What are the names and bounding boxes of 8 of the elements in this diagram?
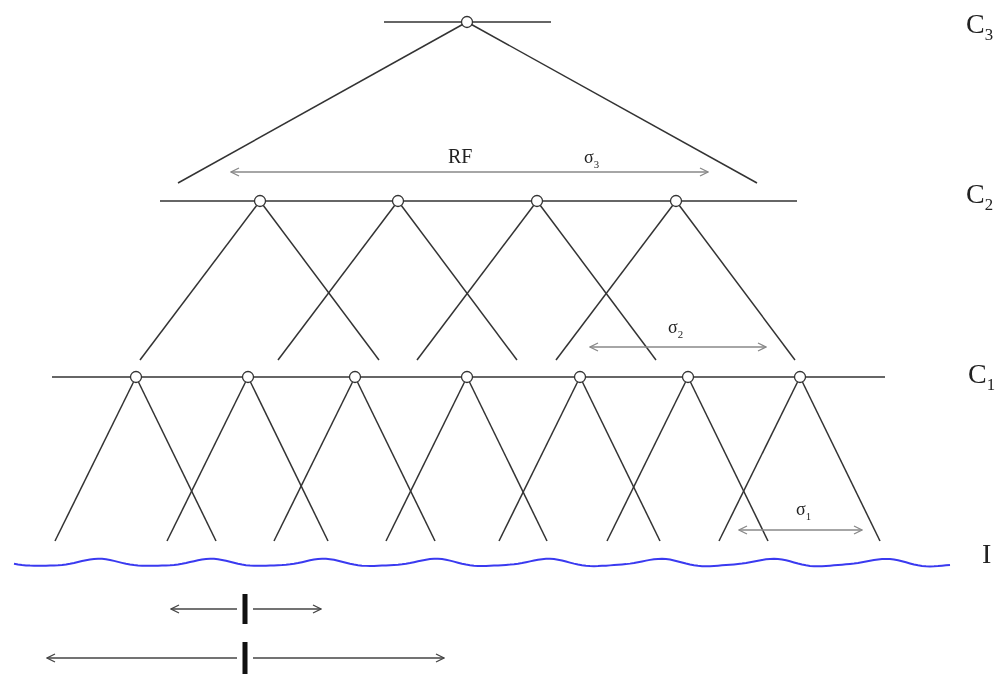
layer-label: σ$_{1}$ xyxy=(796,500,812,522)
layer-label: σ$_{2}$ xyxy=(668,318,684,340)
layer-label: σ$_{3}$ xyxy=(584,148,600,170)
layer-label: C$_{3}$ xyxy=(966,10,994,44)
layer-label: I xyxy=(982,540,992,568)
layer-label: C$_{2}$ xyxy=(966,180,994,214)
layer-label: RF xyxy=(448,146,473,166)
layer-label: C$_{1}$ xyxy=(968,360,996,394)
